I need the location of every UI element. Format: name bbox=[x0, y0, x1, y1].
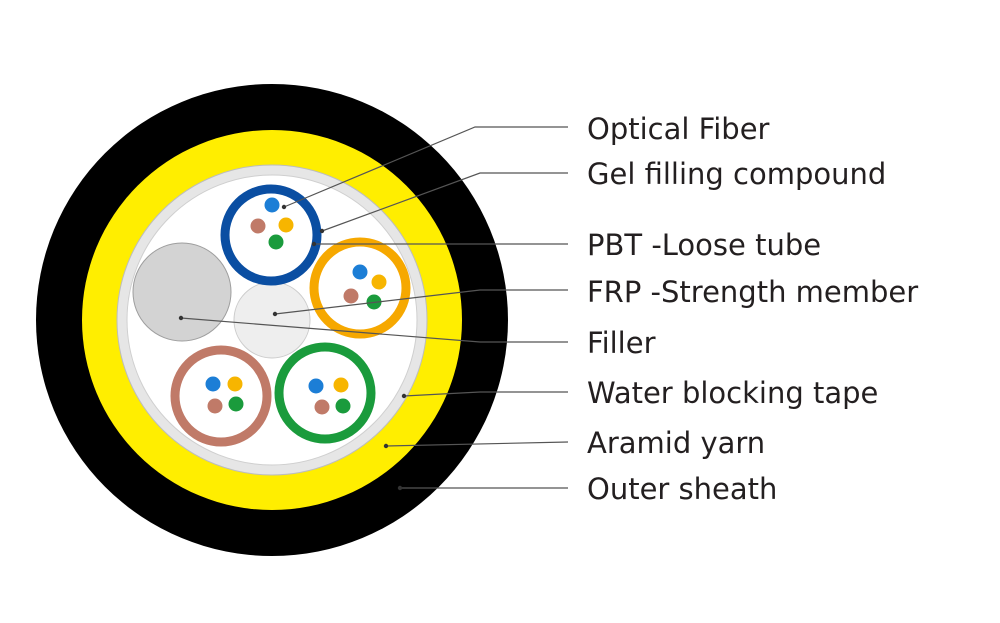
frp-strength-member bbox=[233, 281, 311, 359]
labels: Optical Fiber Gel filling compound PBT -… bbox=[587, 112, 918, 506]
leader-lines bbox=[178, 126, 569, 491]
fiber-green bbox=[268, 234, 284, 250]
fiber-orange bbox=[227, 376, 243, 392]
leader-optical-fiber bbox=[283, 126, 568, 208]
fiber-orange bbox=[278, 217, 294, 233]
fiber-blue bbox=[352, 264, 368, 280]
fiber-blue bbox=[205, 376, 221, 392]
leader-water-blocking bbox=[403, 391, 568, 397]
fiber-brown bbox=[250, 218, 266, 234]
label-outer-sheath: Outer sheath bbox=[587, 472, 777, 506]
loose-tube-orange bbox=[309, 237, 411, 339]
fiber-green bbox=[228, 396, 244, 412]
fiber-green bbox=[335, 398, 351, 414]
label-filler: Filler bbox=[587, 326, 656, 360]
label-gel-filling: Gel filling compound bbox=[587, 157, 886, 191]
fiber-brown bbox=[207, 398, 223, 414]
label-optical-fiber: Optical Fiber bbox=[587, 112, 770, 146]
loose-tube-blue bbox=[220, 184, 322, 286]
filler bbox=[132, 242, 232, 342]
leader-filler bbox=[180, 317, 568, 343]
fiber-orange bbox=[333, 377, 349, 393]
fiber-orange bbox=[371, 274, 387, 290]
label-pbt-tube: PBT -Loose tube bbox=[587, 228, 821, 262]
loose-tube-brown bbox=[170, 345, 272, 447]
leader-aramid-yarn bbox=[385, 441, 569, 447]
label-water-blocking: Water blocking tape bbox=[587, 376, 878, 410]
fiber-brown bbox=[343, 288, 359, 304]
label-aramid-yarn: Aramid yarn bbox=[587, 426, 765, 460]
fiber-blue bbox=[264, 197, 280, 213]
loose-tube-green bbox=[274, 342, 376, 444]
leader-frp-member bbox=[274, 289, 568, 315]
leader-gel-filling bbox=[321, 172, 568, 232]
fiber-brown bbox=[314, 399, 330, 415]
label-frp-member: FRP -Strength member bbox=[587, 275, 918, 309]
fiber-blue bbox=[308, 378, 324, 394]
